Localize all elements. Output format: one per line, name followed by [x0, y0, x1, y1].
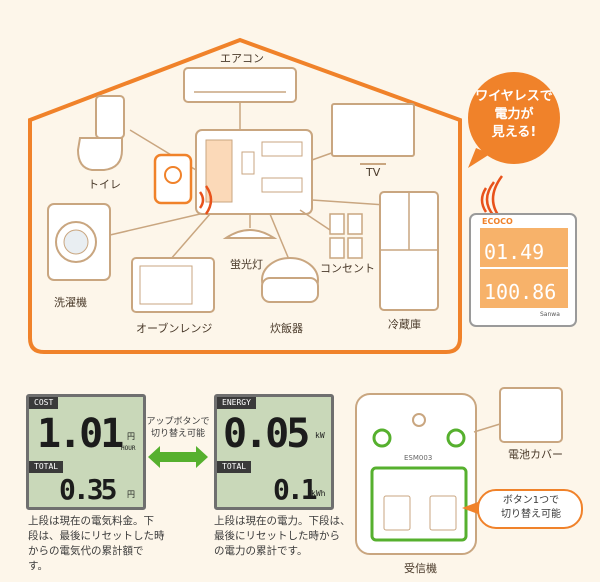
label-washer: 洗濯機	[54, 296, 87, 309]
arrow-note-line-2: 切り替え可能	[150, 429, 205, 439]
label-aircon: エアコン	[220, 52, 264, 65]
transmitter-icon	[153, 153, 193, 205]
caption-energy: 上段は現在の電力。下段は、 最後にリセットした時から の電力の累計です。	[214, 514, 351, 559]
lcd-energy-top-unit: kW	[315, 431, 325, 440]
bubble-line-3: 見える!	[491, 125, 537, 140]
label-lamp: 蛍光灯	[230, 258, 263, 271]
lcd-cost-bottom-value: 0.35	[59, 473, 117, 506]
label-tv: TV	[366, 166, 381, 179]
monitor-maker: Sanwa	[540, 311, 560, 318]
lcd-energy-bottom-unit: kWh	[311, 489, 326, 498]
label-toilet: トイレ	[88, 178, 121, 191]
label-fridge: 冷蔵庫	[388, 318, 421, 331]
caption-energy-line-2: 最後にリセットした時から	[214, 530, 340, 542]
arrow-note-line-1: アップボタンで	[146, 417, 210, 427]
caption-cost-line-3: からの電気代の累計額で	[28, 545, 144, 557]
switch-note-line-1: ボタン1つで	[502, 495, 560, 506]
caption-cost-line-1: 上段は現在の電気料金。下	[28, 515, 154, 527]
lcd-energy: ENERGY 0.05 kW TOTAL 0.1 kWh	[214, 394, 334, 510]
house-outline	[28, 37, 462, 354]
signal-waves-icon	[198, 185, 213, 215]
lcd-cost-top-unit: 円	[127, 432, 135, 441]
toilet-icon	[76, 137, 123, 171]
caption-cost: 上段は現在の電気料金。下 段は、最後にリセットした時 からの電気代の累計額で す…	[28, 514, 165, 574]
monitor-bottom-value: 100.86	[484, 280, 557, 304]
battery-cover-icon	[499, 387, 563, 443]
caption-energy-line-3: の電力の累計です。	[214, 545, 308, 557]
caption-cost-line-2: 段は、最後にリセットした時	[28, 530, 165, 542]
lcd-cost-tag-bottom: TOTAL	[29, 461, 64, 473]
caption-cost-line-4: す。	[28, 560, 48, 572]
monitor-brand: ECOCO	[482, 217, 513, 226]
caption-energy-line-1: 上段は現在の電力。下段は、	[214, 515, 351, 527]
lcd-energy-bottom-value: 0.1	[273, 473, 318, 506]
lcd-cost-bottom-unit: 円	[127, 490, 135, 499]
arrow-note: アップボタンで 切り替え可能	[146, 416, 210, 440]
switch-note: ボタン1つで 切り替え可能	[484, 494, 578, 522]
monitor-top-value: 01.49	[484, 240, 545, 264]
lcd-cost-top-unit2: HOUR	[121, 445, 136, 452]
label-battery-cover: 電池カバー	[508, 448, 563, 461]
switch-arrow-icon	[148, 446, 208, 468]
lcd-cost-top-value: 1.01	[37, 411, 124, 457]
bubble-text: ワイヤレスで 電力が 見える!	[468, 88, 560, 142]
bubble-line-1: ワイヤレスで	[475, 89, 553, 104]
receiver-model: ESM003	[404, 454, 433, 462]
bubble-graphic	[468, 72, 560, 168]
lcd-cost: COST 1.01 円 HOUR TOTAL 0.35 円	[26, 394, 146, 510]
label-receiver: 受信機	[404, 562, 437, 575]
lcd-energy-tag-top: ENERGY	[217, 397, 256, 409]
lcd-energy-top-value: 0.05	[223, 411, 310, 457]
switch-note-line-2: 切り替え可能	[501, 509, 561, 520]
label-outlet: コンセント	[320, 262, 375, 275]
aircon-icon	[183, 67, 297, 103]
lcd-cost-tag-top: COST	[29, 397, 59, 409]
lcd-energy-tag-bottom: TOTAL	[217, 461, 252, 473]
label-oven: オーブンレンジ	[136, 322, 213, 335]
label-rice-cooker: 炊飯器	[270, 322, 303, 335]
outlet-icon	[329, 213, 363, 259]
tv-icon	[331, 103, 415, 157]
bubble-line-2: 電力が	[494, 107, 534, 122]
lamp-icon	[222, 229, 278, 239]
